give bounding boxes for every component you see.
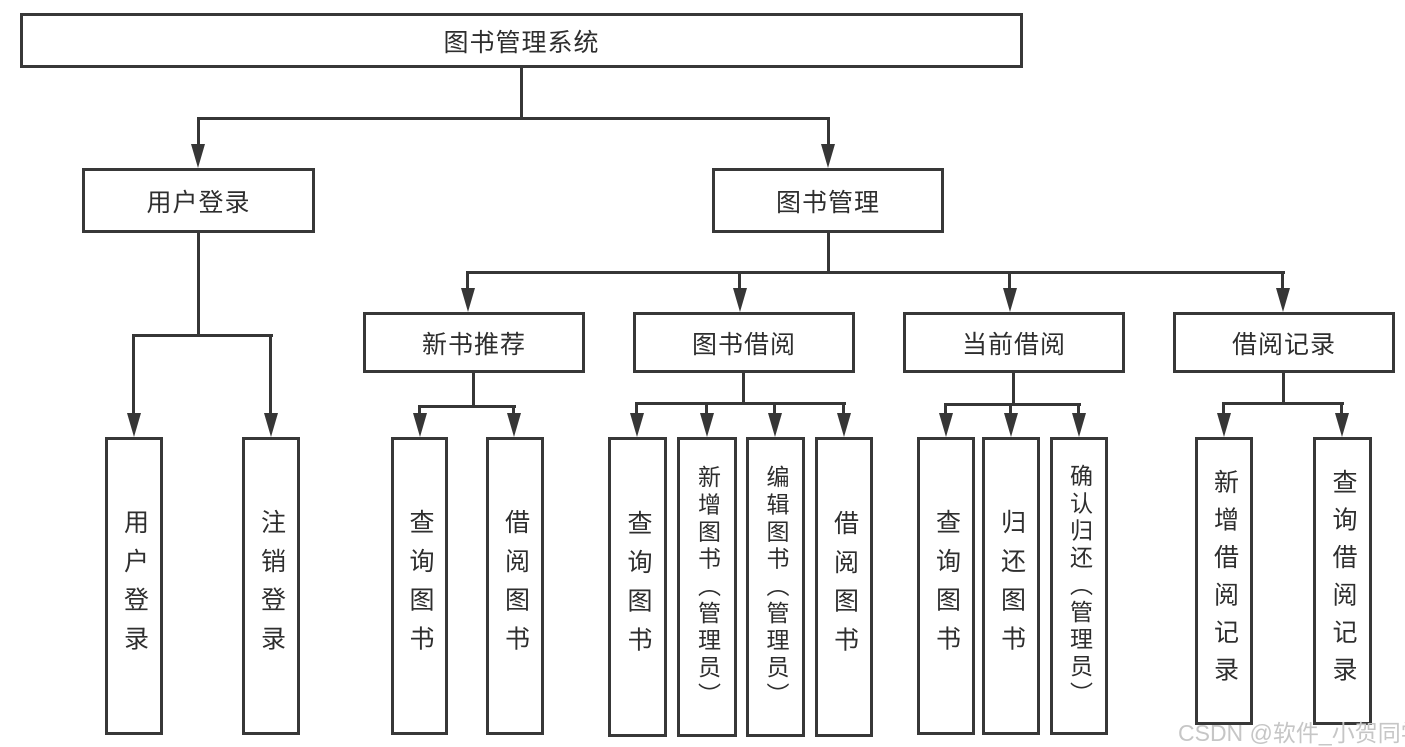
arrowhead-book-management bbox=[821, 144, 835, 168]
leaf-query-books-borrowing: 查询图书 bbox=[608, 437, 667, 737]
connector-to-book-management bbox=[827, 117, 830, 148]
connector-leaf bbox=[944, 403, 947, 417]
leaf-label: 借阅图书 bbox=[830, 509, 859, 665]
node-borrowing-records: 借阅记录 bbox=[1173, 312, 1395, 373]
arrowhead-leaf bbox=[630, 413, 644, 437]
connector-to-leaf-user-login bbox=[132, 334, 135, 417]
node-label: 借阅记录 bbox=[1231, 330, 1336, 359]
connector-to-borrow-record bbox=[1281, 271, 1284, 292]
arrowhead-leaf bbox=[413, 413, 427, 437]
node-label: 图书借阅 bbox=[691, 330, 796, 359]
node-book-borrowing: 图书借阅 bbox=[633, 312, 855, 373]
connector-level3-branch bbox=[466, 271, 1285, 274]
node-current-borrowing: 当前借阅 bbox=[903, 312, 1125, 373]
leaf-add-book-admin: 新增图书（管理员） bbox=[677, 437, 737, 737]
leaf-label: 查询图书 bbox=[406, 508, 434, 664]
leaf-label: 新增图书（管理员） bbox=[694, 464, 721, 710]
arrowhead-leaf bbox=[768, 413, 782, 437]
connector-borrow-record-branch bbox=[1222, 402, 1344, 405]
connector-leaf bbox=[773, 402, 776, 417]
connector-book-management-stem bbox=[827, 233, 830, 274]
node-library-system: 图书管理系统 bbox=[20, 13, 1023, 68]
arrowhead-leaf bbox=[1072, 413, 1086, 437]
leaf-edit-book-admin: 编辑图书（管理员） bbox=[746, 437, 805, 737]
connector-to-book-borrow bbox=[738, 271, 741, 292]
leaf-label: 确认归还（管理员） bbox=[1066, 463, 1093, 709]
leaf-borrow-books: 借阅图书 bbox=[815, 437, 873, 737]
connector-new-book-stem bbox=[472, 373, 475, 408]
node-label: 当前借阅 bbox=[961, 330, 1066, 359]
connector-book-borrow-stem bbox=[742, 373, 745, 405]
connector-leaf bbox=[1009, 403, 1012, 417]
node-user-login: 用户登录 bbox=[82, 168, 315, 233]
arrowhead-leaf bbox=[507, 413, 521, 437]
connector-leaf bbox=[418, 405, 421, 417]
connector-current-borrow-stem bbox=[1012, 373, 1015, 406]
arrowhead-new-book bbox=[461, 288, 475, 312]
connector-user-login-branch bbox=[132, 334, 273, 337]
watermark: CSDN @软件_小贺同学 bbox=[1178, 720, 1405, 746]
node-label: 图书管理系统 bbox=[443, 28, 600, 57]
connector-user-login-stem bbox=[197, 233, 200, 337]
arrowhead-leaf bbox=[1335, 413, 1349, 437]
connector-book-borrow-branch bbox=[635, 402, 846, 405]
leaf-query-books-recommend: 查询图书 bbox=[391, 437, 448, 735]
node-label: 图书管理 bbox=[775, 188, 880, 217]
connector-to-user-login bbox=[197, 117, 200, 148]
arrowhead-user-login bbox=[191, 144, 205, 168]
connector-current-borrow-branch bbox=[944, 403, 1081, 406]
connector-to-current-borrow bbox=[1008, 271, 1011, 292]
connector-leaf bbox=[512, 405, 515, 417]
connector-root-stem bbox=[520, 68, 523, 120]
leaf-add-borrow-record: 新增借阅记录 bbox=[1195, 437, 1253, 725]
leaf-label: 注销登录 bbox=[257, 508, 286, 664]
leaf-confirm-return-admin: 确认归还（管理员） bbox=[1050, 437, 1108, 735]
leaf-label: 用户登录 bbox=[120, 508, 149, 664]
arrowhead-leaf bbox=[1217, 413, 1231, 437]
node-label: 新书推荐 bbox=[421, 330, 526, 359]
arrowhead-leaf bbox=[700, 413, 714, 437]
connector-to-new-book bbox=[466, 271, 469, 292]
leaf-user-login: 用户登录 bbox=[105, 437, 163, 735]
arrowhead-current-borrow bbox=[1003, 288, 1017, 312]
connector-leaf bbox=[635, 402, 638, 417]
leaf-return-books: 归还图书 bbox=[982, 437, 1040, 735]
leaf-borrow-books-recommend: 借阅图书 bbox=[486, 437, 544, 735]
leaf-query-borrow-record: 查询借阅记录 bbox=[1313, 437, 1372, 725]
connector-leaf bbox=[705, 402, 708, 417]
leaf-label: 查询借阅记录 bbox=[1329, 468, 1357, 694]
node-new-book-recommend: 新书推荐 bbox=[363, 312, 585, 373]
connector-leaf bbox=[1077, 403, 1080, 417]
connector-leaf bbox=[1222, 402, 1225, 417]
node-book-management: 图书管理 bbox=[712, 168, 944, 233]
leaf-label: 新增借阅记录 bbox=[1210, 468, 1239, 694]
leaf-logout: 注销登录 bbox=[242, 437, 300, 735]
leaf-label: 编辑图书（管理员） bbox=[763, 464, 789, 710]
connector-borrow-record-stem bbox=[1282, 373, 1285, 405]
arrowhead-book-borrow bbox=[733, 288, 747, 312]
connector-new-book-branch bbox=[418, 405, 516, 408]
connector-to-leaf-logout bbox=[269, 334, 272, 417]
connector-level2-branch bbox=[197, 117, 830, 120]
connector-leaf bbox=[1340, 402, 1343, 417]
leaf-label: 查询图书 bbox=[624, 509, 652, 665]
leaf-label: 借阅图书 bbox=[501, 508, 530, 664]
connector-leaf bbox=[842, 402, 845, 417]
arrowhead-borrow-record bbox=[1276, 288, 1290, 312]
leaf-query-books-current: 查询图书 bbox=[917, 437, 975, 735]
arrowhead-leaf bbox=[837, 413, 851, 437]
arrowhead-leaf bbox=[1004, 413, 1018, 437]
arrowhead-leaf bbox=[939, 413, 953, 437]
node-label: 用户登录 bbox=[146, 188, 251, 217]
leaf-label: 查询图书 bbox=[932, 508, 961, 664]
arrowhead-leaf-logout bbox=[264, 413, 278, 437]
leaf-label: 归还图书 bbox=[997, 508, 1026, 664]
arrowhead-leaf-user-login bbox=[127, 413, 141, 437]
